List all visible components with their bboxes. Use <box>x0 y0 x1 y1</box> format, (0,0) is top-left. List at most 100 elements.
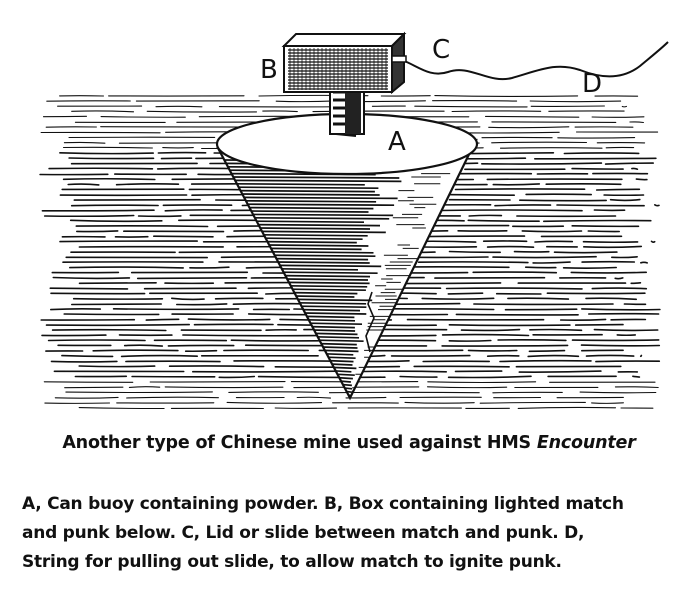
water-line <box>491 141 588 144</box>
water-line <box>275 100 336 103</box>
cone-shade-line <box>303 312 367 315</box>
water-line <box>518 370 602 373</box>
cone-shade-line <box>294 295 355 298</box>
water-line <box>399 375 438 378</box>
cone-shade-line <box>295 298 373 302</box>
cone-shade-line <box>249 210 369 213</box>
water-line <box>654 204 660 207</box>
label-d: D <box>582 69 602 99</box>
water-line <box>434 95 579 98</box>
water-line <box>189 266 230 269</box>
pull-string <box>401 41 669 81</box>
cone-shade-line <box>297 301 367 305</box>
water-line <box>153 235 214 238</box>
cone-shade-line <box>245 203 395 207</box>
water-line <box>187 318 271 321</box>
cone-shade-line <box>254 220 365 224</box>
water-line <box>59 240 198 243</box>
label-b: B <box>260 55 278 85</box>
water-line <box>650 240 656 243</box>
water-line <box>447 292 484 295</box>
water-line <box>591 287 648 290</box>
cone-shade-line <box>292 291 358 295</box>
cone-shade-line <box>329 363 353 366</box>
water-line <box>296 396 332 399</box>
water-line <box>486 245 535 248</box>
water-line <box>115 183 180 186</box>
water-line <box>574 323 624 326</box>
water-line <box>534 157 657 160</box>
water-line <box>136 277 248 280</box>
cone-shade-line <box>268 247 362 251</box>
water-line <box>467 349 518 352</box>
water-line <box>61 354 114 358</box>
water-line <box>571 167 624 170</box>
water-line <box>50 308 102 311</box>
water-line <box>470 152 555 155</box>
water-line <box>123 344 164 347</box>
water-line <box>582 240 639 244</box>
water-line <box>52 276 131 280</box>
water-line <box>488 126 570 129</box>
cone-shade-line <box>337 376 353 380</box>
cone-shade-line <box>240 193 380 196</box>
water-line <box>64 386 124 389</box>
water-line <box>262 110 298 113</box>
water-line <box>62 177 156 181</box>
water-line <box>43 381 134 383</box>
water-line <box>447 375 532 379</box>
water-line <box>413 365 510 368</box>
water-line <box>479 401 586 404</box>
water-line <box>448 339 492 342</box>
cone-shade-line <box>301 308 361 312</box>
water-line <box>218 375 256 379</box>
water-line <box>69 266 184 269</box>
water-line <box>591 402 624 404</box>
cone-shade-line <box>322 349 359 353</box>
cone-shade-line <box>277 264 382 268</box>
cone-shade-line <box>315 335 360 339</box>
water-line <box>128 386 161 388</box>
water-line <box>614 386 659 389</box>
water-line <box>591 116 645 118</box>
water-line <box>155 105 203 108</box>
cone-shade-line <box>310 325 355 329</box>
cone-shade-line <box>333 369 352 373</box>
ship-name: Encounter <box>536 433 636 453</box>
water-line <box>45 323 190 327</box>
water-line <box>532 261 571 264</box>
figure-title-text: Another type of Chinese mine used agains… <box>62 433 537 453</box>
water-line <box>164 386 284 389</box>
water-line <box>78 365 156 368</box>
water-line <box>519 199 607 202</box>
water-line <box>579 391 657 394</box>
cone-shade-line <box>252 216 390 220</box>
water-line <box>604 162 654 165</box>
water-line <box>62 146 153 149</box>
water-line <box>63 141 106 144</box>
figure-legend: A, Can buoy containing powder. B, Box co… <box>22 490 692 577</box>
water-line <box>68 157 155 160</box>
water-line <box>614 277 624 280</box>
water-line <box>414 105 528 108</box>
water-line <box>640 261 648 264</box>
water-line <box>499 147 603 149</box>
water-line <box>528 349 566 353</box>
water-line <box>228 391 319 393</box>
water-line <box>529 328 583 332</box>
water-line <box>70 204 159 207</box>
cone-shade-line <box>321 346 358 349</box>
water-line <box>67 183 100 186</box>
match-box <box>281 31 407 95</box>
water-line <box>171 297 205 301</box>
water-line <box>176 303 228 306</box>
figure-title: Another type of Chinese mine used agains… <box>0 433 698 453</box>
water-line <box>639 354 643 358</box>
water-line <box>145 318 180 321</box>
water-line <box>632 375 641 378</box>
water-line <box>244 344 334 347</box>
cone-shade-line <box>242 196 398 200</box>
water-line <box>492 391 563 394</box>
water-line <box>71 303 162 306</box>
water-line <box>442 193 515 196</box>
